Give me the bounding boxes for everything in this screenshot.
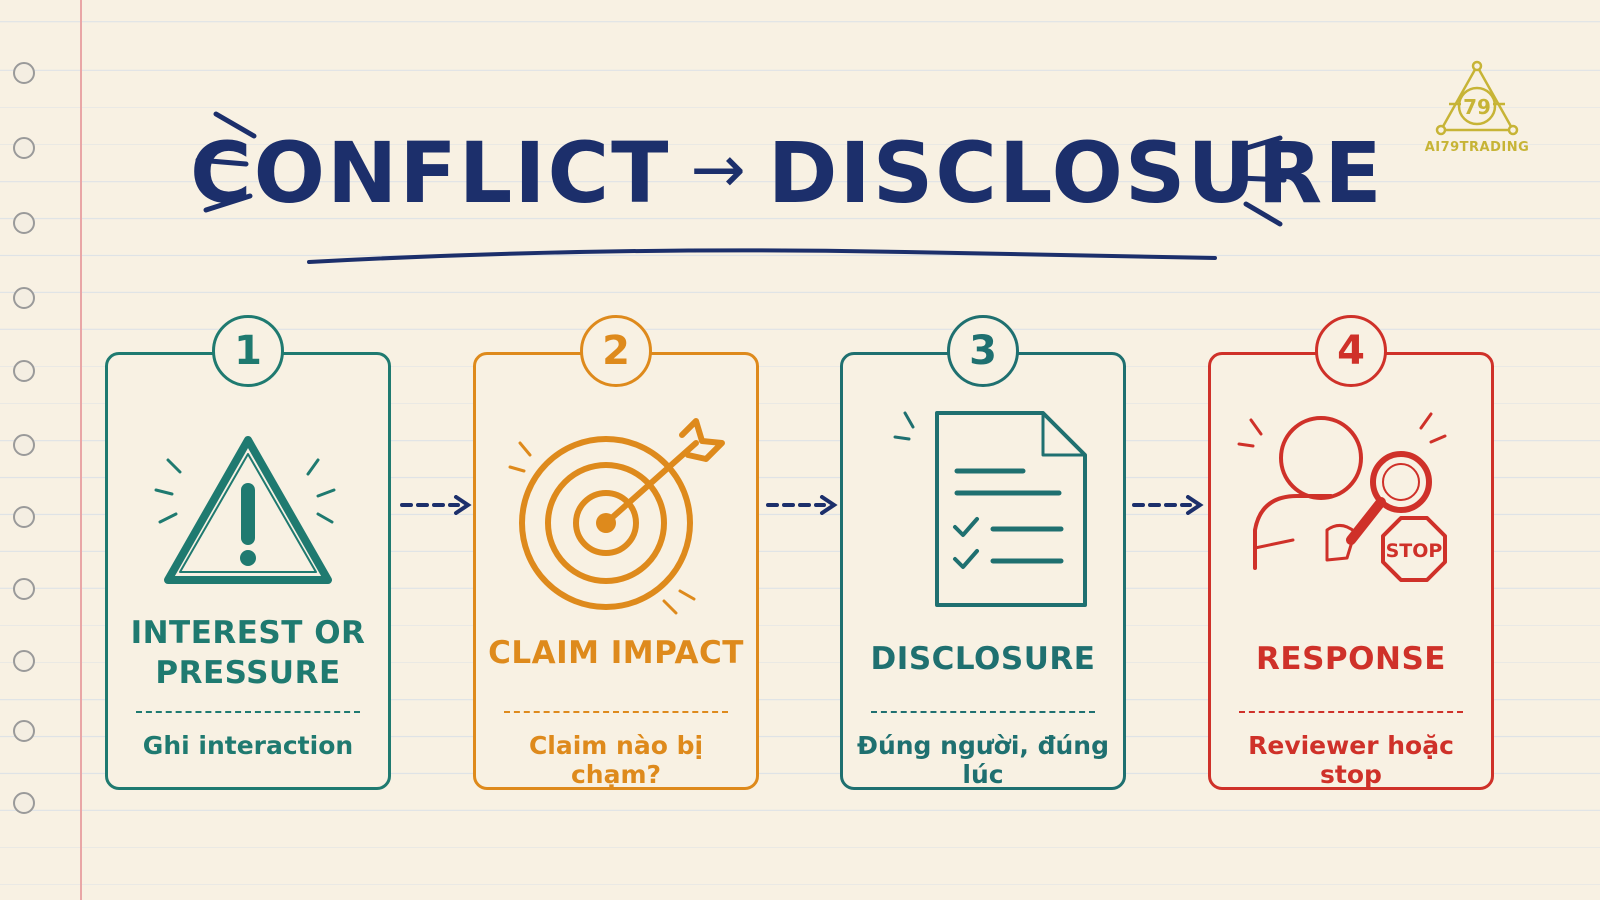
brand-logo: 79 AI79TRADING bbox=[1412, 60, 1542, 155]
step-subtext: Reviewer hoặc stop bbox=[1248, 731, 1454, 789]
margin-line bbox=[80, 0, 82, 900]
title-conflict: CONFLICT bbox=[190, 124, 671, 222]
binder-hole bbox=[13, 720, 35, 742]
binder-hole bbox=[13, 287, 35, 309]
binder-hole bbox=[13, 212, 35, 234]
step-label: DISCLOSURE bbox=[870, 641, 1096, 677]
step-label: RESPONSE bbox=[1256, 641, 1446, 677]
dashed-arrow-connector bbox=[1132, 495, 1204, 515]
logo-text: AI79TRADING bbox=[1424, 140, 1530, 155]
step-label: CLAIM IMPACT bbox=[488, 635, 744, 671]
title-underline bbox=[307, 248, 1217, 264]
step-number-badge: 2 bbox=[580, 315, 652, 387]
document-checklist-icon bbox=[893, 411, 1087, 607]
title-disclosure: DISCLOSURE bbox=[767, 124, 1384, 222]
binder-hole bbox=[13, 506, 35, 528]
warning-triangle-icon bbox=[154, 436, 336, 584]
step-label: INTEREST OR PRESSURE bbox=[130, 615, 366, 691]
step-number-badge: 4 bbox=[1315, 315, 1387, 387]
divider bbox=[504, 711, 728, 713]
stop-sign-text: STOP bbox=[1386, 540, 1443, 562]
binder-hole bbox=[13, 360, 35, 382]
binder-hole bbox=[13, 650, 35, 672]
target-arrow-icon bbox=[508, 418, 725, 615]
svg-text:79: 79 bbox=[1463, 95, 1491, 119]
title-block: CONFLICT→DISCLOSURE bbox=[190, 100, 1382, 280]
binder-hole bbox=[13, 62, 35, 84]
step-card-2: 2 CLAIM IMPACT Claim nào bị chạm? bbox=[473, 315, 759, 790]
binder-hole bbox=[13, 578, 35, 600]
step-card-1: 1 INTEREST OR PRESSURE Ghi interaction bbox=[105, 315, 391, 790]
step-subtext: Claim nào bị chạm? bbox=[528, 731, 704, 789]
dashed-arrow-connector bbox=[400, 495, 472, 515]
title-arrow-icon: → bbox=[690, 131, 748, 208]
logo-mark-icon: 79 bbox=[1435, 60, 1519, 136]
reviewer-stop-icon: STOP bbox=[1237, 412, 1447, 582]
binder-hole bbox=[13, 434, 35, 456]
binder-hole bbox=[13, 792, 35, 814]
step-card-4: 4 STOP RESPONSE Reviewer hoặc stop bbox=[1208, 315, 1494, 790]
divider bbox=[871, 711, 1095, 713]
step-card-3: 3 DISCLOSURE Đúng người, đúng lúc bbox=[840, 315, 1126, 790]
page-title: CONFLICT→DISCLOSURE bbox=[190, 124, 1382, 222]
dashed-arrow-connector bbox=[766, 495, 838, 515]
divider bbox=[136, 711, 360, 713]
step-number-badge: 3 bbox=[947, 315, 1019, 387]
step-subtext: Ghi interaction bbox=[142, 731, 354, 760]
step-subtext: Đúng người, đúng lúc bbox=[857, 731, 1109, 789]
step-number-badge: 1 bbox=[212, 315, 284, 387]
binder-hole bbox=[13, 137, 35, 159]
divider bbox=[1239, 711, 1463, 713]
title-emphasis-marks bbox=[195, 111, 1287, 227]
